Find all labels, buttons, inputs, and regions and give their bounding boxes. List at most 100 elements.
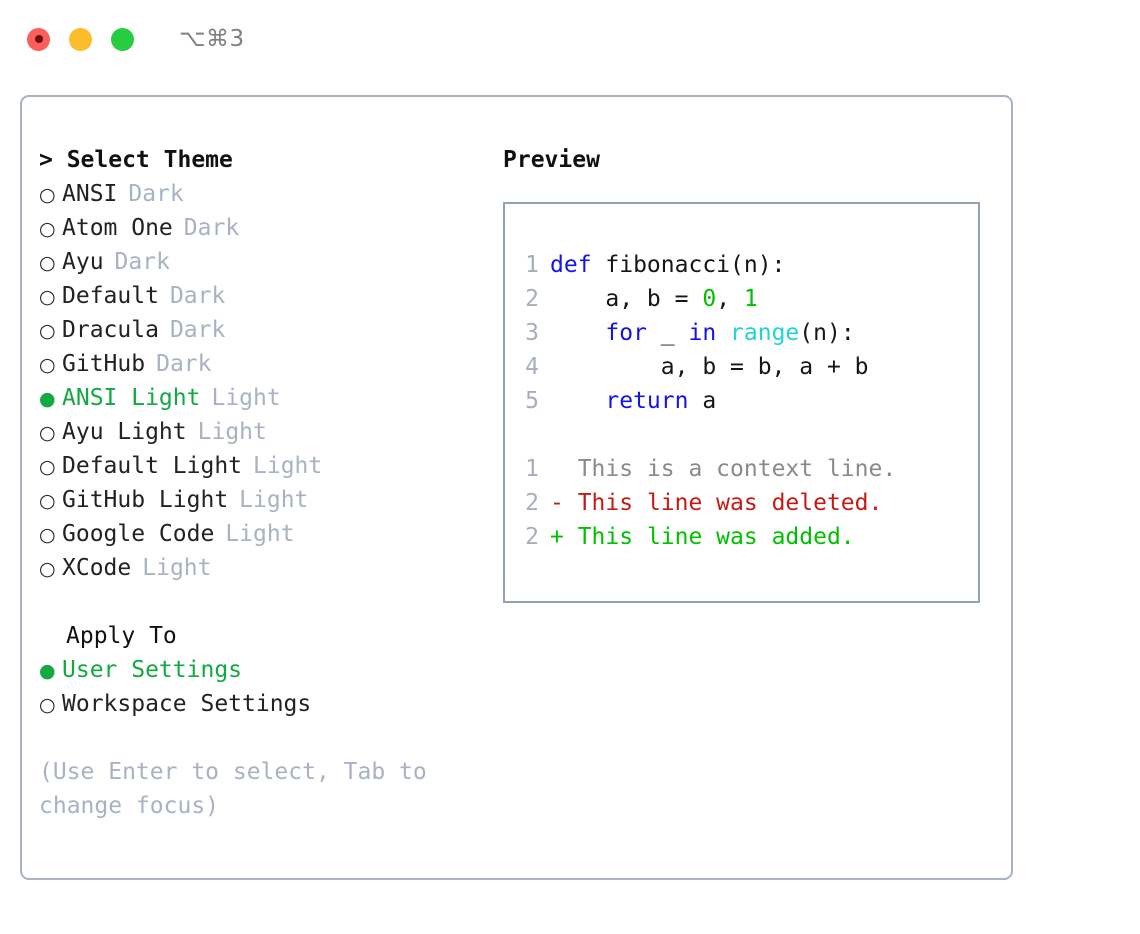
radio-unselected-icon: ○ <box>39 456 56 478</box>
diff-line: 2+ This line was added. <box>517 520 978 554</box>
window-titlebar: ⌥⌘3 <box>0 0 1140 78</box>
theme-option-label: Ayu <box>62 249 104 275</box>
code-token: a <box>688 388 717 414</box>
diff-text: This is a context line. <box>563 456 897 482</box>
radio-unselected-icon: ○ <box>39 558 56 580</box>
code-line: 3 for _ in range(n): <box>517 316 978 350</box>
theme-variant-badge: Dark <box>114 249 170 275</box>
code-token: 1 <box>743 286 758 312</box>
diff-sample: 1 This is a context line.2- This line wa… <box>517 452 978 554</box>
code-token: , <box>716 286 744 312</box>
code-line-number: 2 <box>525 286 539 312</box>
diff-sign <box>550 456 564 482</box>
keyboard-hint-text: (Use Enter to select, Tab to change focu… <box>39 759 441 819</box>
code-line-number: 1 <box>525 252 539 278</box>
diff-sign: - <box>550 490 564 516</box>
theme-variant-badge: Light <box>197 419 267 445</box>
theme-variant-badge: Dark <box>183 215 240 241</box>
theme-option-label: GitHub <box>62 351 146 377</box>
select-theme-heading: > Select Theme <box>39 147 233 173</box>
theme-option-label: GitHub Light <box>62 487 229 513</box>
code-token: fibonacci(n): <box>605 252 786 278</box>
radio-unselected-icon: ○ <box>39 524 56 546</box>
code-token: a, b = b, a + b <box>550 354 869 380</box>
diff-text: This line was added. <box>563 524 855 550</box>
code-line-number: 4 <box>525 354 539 380</box>
theme-option-atom-one[interactable]: ○ Atom One Dark <box>39 211 489 245</box>
theme-option-label: Atom One <box>62 215 173 241</box>
theme-variant-badge: Dark <box>169 283 226 309</box>
theme-variant-badge: Light <box>239 487 309 513</box>
radio-unselected-icon: ○ <box>39 694 56 716</box>
radio-unselected-icon: ○ <box>39 286 56 308</box>
diff-line: 2- This line was deleted. <box>517 486 978 520</box>
theme-option-github-light[interactable]: ○ GitHub Light Light <box>39 483 489 517</box>
code-diff-separator <box>517 418 978 452</box>
code-token <box>550 320 605 346</box>
theme-option-label: ANSI <box>62 181 118 207</box>
radio-unselected-icon: ○ <box>39 320 56 342</box>
theme-option-dracula[interactable]: ○ Dracula Dark <box>39 313 489 347</box>
minimize-button[interactable] <box>69 27 92 51</box>
code-line: 1 def fibonacci(n): <box>517 248 978 282</box>
theme-option-github[interactable]: ○ GitHub Dark <box>39 347 489 381</box>
code-line: 4 a, b = b, a + b <box>517 350 978 384</box>
theme-option-ayu[interactable]: ○ Ayu Dark <box>39 245 489 279</box>
theme-variant-badge: Dark <box>169 317 226 343</box>
theme-option-default[interactable]: ○ Default Dark <box>39 279 489 313</box>
apply-to-option-user-settings[interactable]: ●User Settings <box>39 653 489 687</box>
code-line: 2 a, b = 0, 1 <box>517 282 978 316</box>
code-token: def <box>550 252 606 278</box>
code-line-number: 5 <box>525 388 539 414</box>
radio-unselected-icon: ○ <box>39 184 56 206</box>
apply-to-option-workspace-settings[interactable]: ○ Workspace Settings <box>39 687 489 721</box>
apply-to-list: ●User Settings ○ Workspace Settings <box>39 653 489 721</box>
theme-option-label: Google Code <box>62 521 215 547</box>
radio-unselected-icon: ○ <box>39 490 56 512</box>
theme-option-label: XCode <box>62 555 132 581</box>
preview-heading: Preview <box>503 147 600 173</box>
code-line: 5 return a <box>517 384 978 418</box>
theme-variant-badge: Dark <box>156 351 212 377</box>
diff-line-number: 2 <box>525 490 539 516</box>
code-token: 0 <box>702 286 717 312</box>
list-spacer <box>39 585 489 619</box>
theme-option-label: Ayu Light <box>62 419 187 445</box>
window-title: ⌥⌘3 <box>179 26 245 52</box>
code-token: for <box>605 320 647 346</box>
diff-line: 1 This is a context line. <box>517 452 978 486</box>
theme-variant-badge: Light <box>142 555 212 581</box>
code-token: range <box>730 320 800 346</box>
radio-unselected-icon: ○ <box>39 252 56 274</box>
radio-unselected-icon: ○ <box>39 218 56 240</box>
diff-line-number: 2 <box>525 524 539 550</box>
maximize-button[interactable] <box>111 27 134 51</box>
window-controls <box>27 27 134 51</box>
apply-to-option-label: Workspace Settings <box>62 691 312 717</box>
theme-option-label: Default Light <box>62 453 243 479</box>
apply-to-option-label: User Settings <box>62 657 243 683</box>
theme-option-label: ANSI Light <box>62 385 201 411</box>
theme-option-label: Default <box>62 283 159 309</box>
theme-option-google-code[interactable]: ○ Google Code Light <box>39 517 489 551</box>
theme-variant-badge: Light <box>225 521 295 547</box>
code-token: a, b = <box>550 286 703 312</box>
code-token: _ <box>646 320 689 346</box>
code-line-number: 3 <box>525 320 539 346</box>
code-token: (n): <box>799 320 855 346</box>
theme-option-label: Dracula <box>62 317 159 343</box>
radio-unselected-icon: ○ <box>39 354 56 376</box>
apply-to-heading: Apply To <box>66 623 177 649</box>
theme-option-xcode[interactable]: ○ XCode Light <box>39 551 489 585</box>
close-button[interactable] <box>27 27 50 51</box>
